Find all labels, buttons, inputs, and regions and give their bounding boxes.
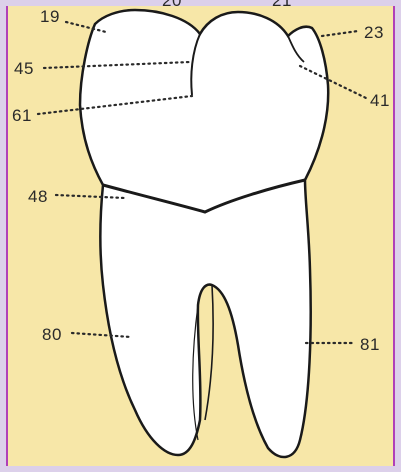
label-48: 48 <box>28 187 48 206</box>
tooth-outline <box>80 10 328 457</box>
label-23: 23 <box>364 23 384 42</box>
root-furcation-line <box>205 285 213 420</box>
label-20: 20 <box>162 0 182 10</box>
leader-23 <box>322 31 358 36</box>
label-21: 21 <box>272 0 292 10</box>
label-45: 45 <box>14 59 34 78</box>
label-19: 19 <box>40 7 60 26</box>
label-80: 80 <box>42 325 62 344</box>
label-81: 81 <box>360 335 380 354</box>
label-41: 41 <box>370 91 390 110</box>
label-61: 61 <box>12 106 32 125</box>
